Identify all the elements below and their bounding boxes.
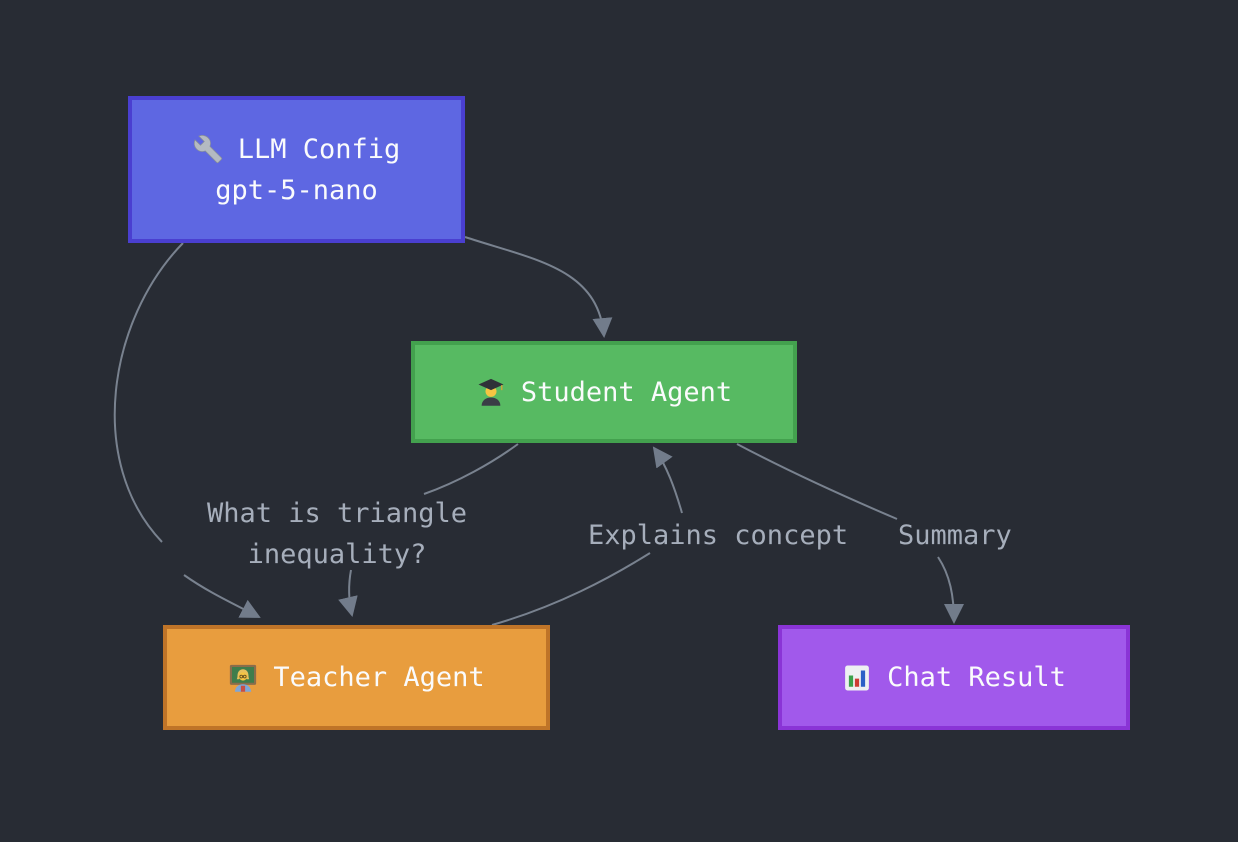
node-chat-result[interactable]: Chat Result xyxy=(778,625,1130,730)
node-teacher-agent[interactable]: Teacher Agent xyxy=(163,625,550,730)
woman-teacher-icon xyxy=(230,664,257,692)
edge-llm-to-teacher xyxy=(113,242,261,618)
wrench-icon xyxy=(193,135,222,164)
llm-config-title-line: LLM Config xyxy=(193,129,401,170)
student-agent-title-line: Student Agent xyxy=(476,372,732,413)
edge-llm-to-student xyxy=(464,236,613,338)
student-icon xyxy=(478,378,504,406)
edge-label-summary: Summary xyxy=(898,520,1012,551)
teacher-agent-title-line: Teacher Agent xyxy=(228,657,485,698)
chat-result-title: Chat Result xyxy=(887,662,1066,693)
edge-student-to-teacher xyxy=(338,443,519,617)
teacher-agent-title: Teacher Agent xyxy=(273,662,485,693)
edge-student-to-chat-result xyxy=(736,443,964,624)
node-student-agent[interactable]: Student Agent xyxy=(411,341,797,443)
bar-chart-icon xyxy=(845,665,869,690)
llm-config-title: LLM Config xyxy=(237,133,401,165)
student-agent-title: Student Agent xyxy=(520,376,733,408)
edge-teacher-to-student xyxy=(491,446,683,626)
node-llm-config[interactable]: LLM Config gpt-5-nano xyxy=(128,96,465,243)
llm-config-subtitle: gpt-5-nano xyxy=(215,174,378,206)
chat-result-title-line: Chat Result xyxy=(842,657,1066,698)
edge-label-explains-concept: Explains concept xyxy=(588,520,849,551)
edge-label-question: What is triangle inequality? xyxy=(206,498,468,570)
